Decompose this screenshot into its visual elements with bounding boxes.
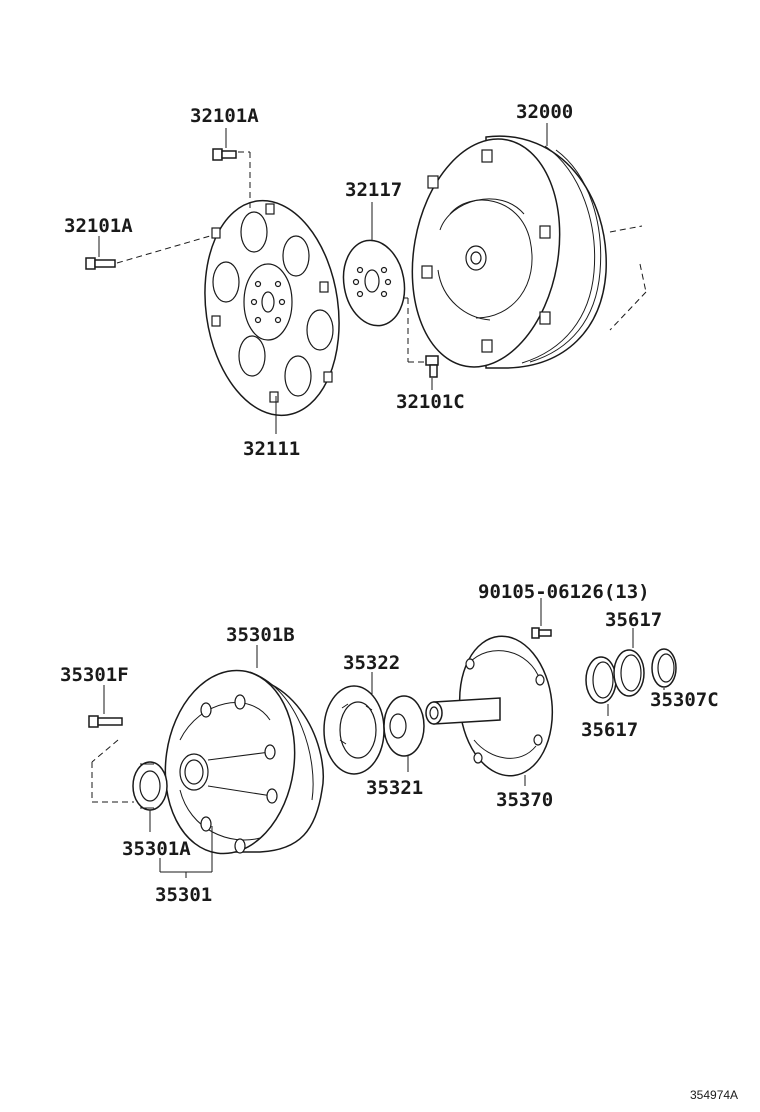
drive-gear-35321 <box>383 695 425 757</box>
label-35321: 35321 <box>366 777 423 799</box>
ring-35307C <box>651 648 677 688</box>
label-35301: 35301 <box>155 884 212 906</box>
oil-pump-body-35301 <box>164 669 324 855</box>
bolt-35301F <box>88 715 123 728</box>
driven-gear-35322 <box>323 685 385 775</box>
bolt-32101A-left <box>85 257 116 270</box>
label-35617-top: 35617 <box>605 609 662 631</box>
bolt-32101C <box>425 355 439 378</box>
label-32101A-top: 32101A <box>190 105 259 127</box>
bolt-32101A-top <box>212 148 237 161</box>
label-35307C: 35307C <box>650 689 719 711</box>
label-35301F: 35301F <box>60 664 129 686</box>
label-35617-bottom: 35617 <box>581 719 638 741</box>
label-32117: 32117 <box>345 179 402 201</box>
label-35301B: 35301B <box>226 624 295 646</box>
stator-shaft-35370 <box>425 635 554 777</box>
oil-seal-35301A <box>132 761 168 811</box>
spacer-32117 <box>342 239 406 327</box>
seal-ring-35617-a <box>585 656 617 704</box>
label-32000: 32000 <box>516 101 573 123</box>
bolt-90105-06126 <box>531 627 552 639</box>
torque-converter-32000 <box>411 135 607 369</box>
label-35301A: 35301A <box>122 838 191 860</box>
label-32101C: 32101C <box>396 391 465 413</box>
label-35322: 35322 <box>343 652 400 674</box>
label-32101A-left: 32101A <box>64 215 133 237</box>
label-90105-06126: 90105-06126(13) <box>478 581 650 603</box>
figure-code: 354974A <box>690 1088 738 1102</box>
label-32111: 32111 <box>243 438 300 460</box>
drive-plate-32111 <box>204 199 340 417</box>
seal-ring-35617-b <box>613 649 645 697</box>
label-35370: 35370 <box>496 789 553 811</box>
